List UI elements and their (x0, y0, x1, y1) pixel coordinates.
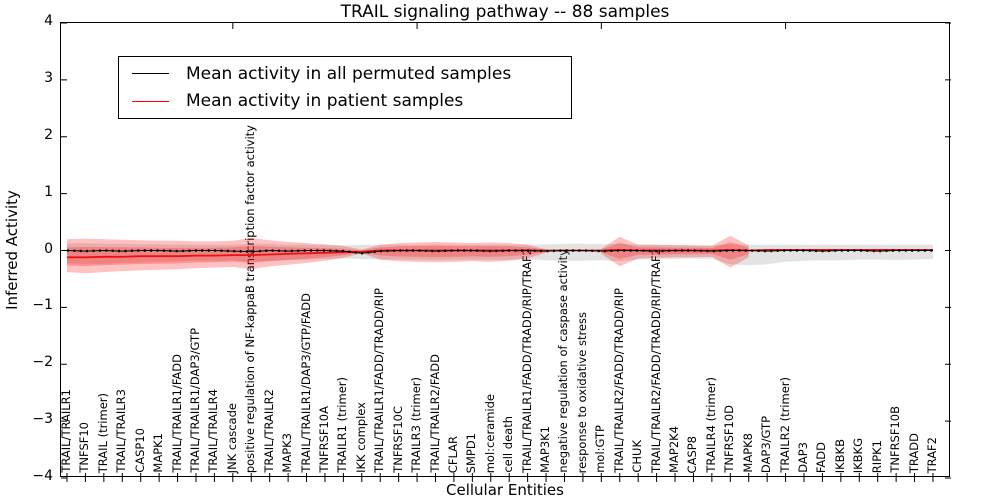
y-tick-label: −3 (32, 411, 53, 428)
y-tick-label: 0 (44, 240, 53, 257)
chart-canvas (61, 22, 951, 482)
legend-item: Mean activity in patient samples (119, 88, 571, 114)
patient-line-swatch (132, 100, 169, 102)
legend-label: Mean activity in patient samples (186, 91, 464, 112)
chart-title: TRAIL signaling pathway -- 88 samples (340, 2, 670, 22)
legend-item: Mean activity in all permuted samples (119, 61, 571, 87)
y-tick-label: 1 (44, 183, 53, 200)
y-tick-label: −2 (32, 354, 53, 371)
y-tick-label: 4 (44, 13, 53, 29)
y-tick-label: −4 (32, 468, 53, 484)
legend: Mean activity in all permuted samples Me… (118, 56, 572, 119)
permuted-line-swatch (132, 73, 169, 75)
y-tick-label: 3 (44, 69, 53, 86)
y-tick-label: 2 (44, 126, 53, 143)
y-tick-label: −1 (32, 297, 53, 314)
legend-label: Mean activity in all permuted samples (186, 63, 512, 84)
x-axis-label: Cellular Entities (446, 481, 564, 499)
